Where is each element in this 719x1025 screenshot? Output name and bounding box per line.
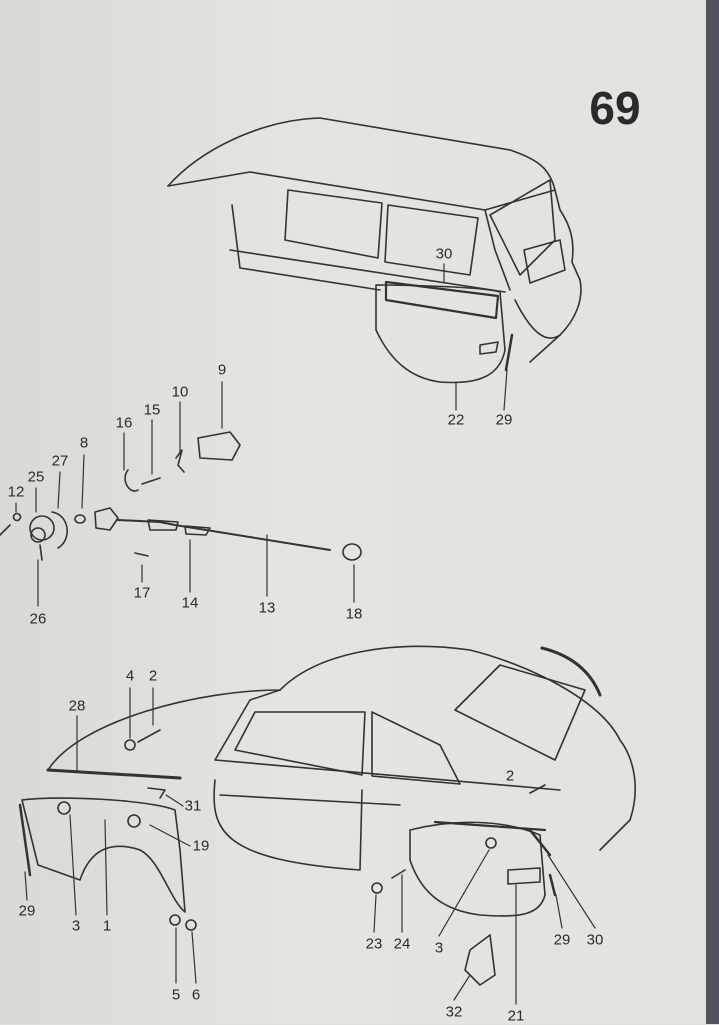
part-label: 24 <box>393 935 411 953</box>
part-label: 18 <box>345 605 363 623</box>
part-label: 3 <box>434 939 444 957</box>
rear-fender <box>409 821 546 917</box>
part-label: 10 <box>171 383 189 401</box>
part-label: 3 <box>71 917 81 935</box>
part-label: 8 <box>79 434 89 452</box>
part-label: 2 <box>148 667 158 685</box>
part-label: 16 <box>115 414 133 432</box>
part-label: 21 <box>507 1007 525 1025</box>
part-label: 30 <box>586 931 604 949</box>
part-label: 29 <box>553 931 571 949</box>
part-label: 17 <box>133 584 151 602</box>
part-label: 29 <box>18 902 36 920</box>
page-number: 69 <box>589 82 641 134</box>
front-fender <box>21 797 186 913</box>
part-label: 5 <box>171 986 181 1004</box>
part-label: 23 <box>365 935 383 953</box>
part-label: 6 <box>191 986 201 1004</box>
part-label: 9 <box>217 361 227 379</box>
part-label: 26 <box>29 610 47 628</box>
part-label: 32 <box>445 1003 463 1021</box>
part-label: 15 <box>143 401 161 419</box>
leader-lines <box>15 263 596 1005</box>
part-label: 25 <box>27 468 45 486</box>
part-label: 22 <box>447 411 465 429</box>
part-label: 31 <box>184 797 202 815</box>
lock-parts-drawing <box>0 431 362 561</box>
part-label: 1 <box>102 917 112 935</box>
part-label: 4 <box>125 667 135 685</box>
part-label: 14 <box>181 594 199 612</box>
page-edge <box>706 0 719 1024</box>
part-label: 2 <box>505 767 515 785</box>
part-label: 19 <box>192 837 210 855</box>
part-label: 28 <box>68 697 86 715</box>
part-label: 27 <box>51 452 69 470</box>
rear-quarter-panel <box>375 284 506 384</box>
part-label: 12 <box>7 483 25 501</box>
coupe-car-drawing <box>18 645 636 986</box>
part-label: 29 <box>495 411 513 429</box>
part-label: 13 <box>258 599 276 617</box>
part-label: 30 <box>435 245 453 263</box>
estate-car-drawing <box>167 117 582 384</box>
